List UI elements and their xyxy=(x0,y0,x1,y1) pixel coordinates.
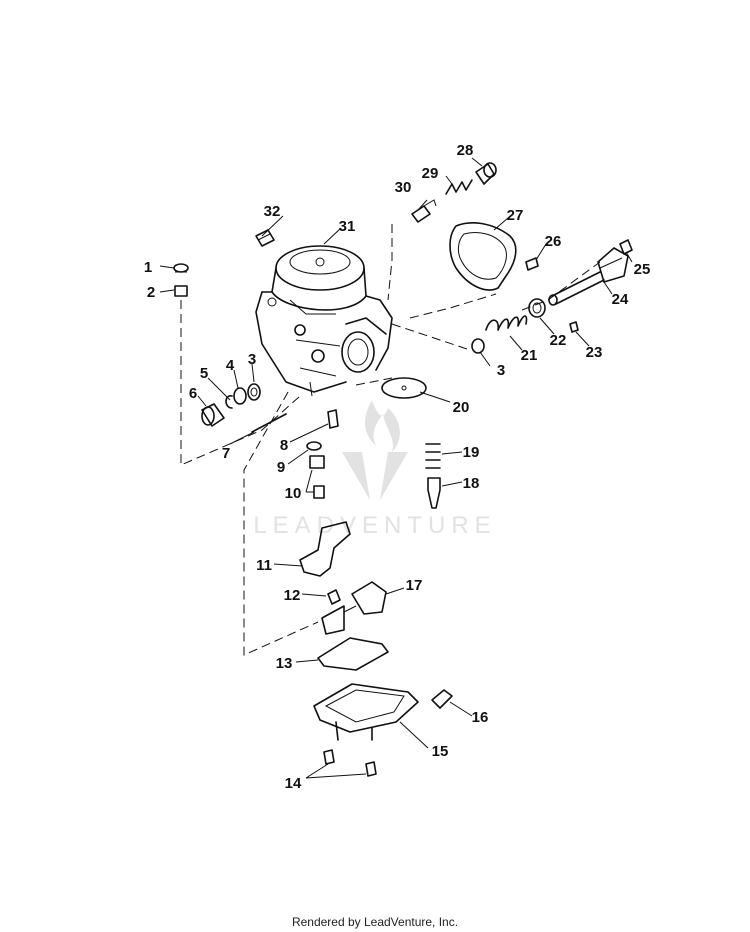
drain-screw-16 xyxy=(431,689,453,709)
bracket-11 xyxy=(299,521,351,577)
callout-9: 9 xyxy=(277,459,285,476)
gasket-13 xyxy=(317,637,389,671)
spring-21 xyxy=(485,315,528,331)
callout-23: 23 xyxy=(586,344,603,361)
callout-29: 29 xyxy=(422,165,439,182)
callout-8: 8 xyxy=(280,437,288,454)
cover-plate-27 xyxy=(449,222,517,291)
jet-10 xyxy=(309,455,325,499)
spring-19 xyxy=(425,443,441,469)
footer-credit: Rendered by LeadVenture, Inc. xyxy=(291,915,459,929)
callout-25: 25 xyxy=(634,261,651,278)
plug-6 xyxy=(201,403,225,427)
screws-14 xyxy=(323,749,377,777)
pin-7 xyxy=(251,413,287,433)
diaphragm-20 xyxy=(381,377,427,399)
callout-24: 24 xyxy=(612,291,629,308)
spring-29 xyxy=(445,179,473,195)
bushing-22 xyxy=(528,298,546,318)
callout-22: 22 xyxy=(550,332,567,349)
callout-11: 11 xyxy=(256,557,272,574)
callout-12: 12 xyxy=(284,587,301,604)
leader-lines xyxy=(159,157,633,779)
carburetor-body xyxy=(255,245,393,397)
screw-12 xyxy=(327,589,341,605)
callout-19: 19 xyxy=(463,444,480,461)
callout-2: 2 xyxy=(147,284,155,301)
callout-17: 17 xyxy=(406,577,423,594)
callout-26: 26 xyxy=(545,233,562,250)
callout-21: 21 xyxy=(521,347,538,364)
cap-1 xyxy=(173,263,189,273)
clip-5 xyxy=(225,395,233,409)
float-17 xyxy=(321,581,387,635)
callout-18: 18 xyxy=(463,475,480,492)
watermark-text: LEADVENTURE xyxy=(253,512,496,539)
callout-27: 27 xyxy=(507,207,524,224)
fitting-2 xyxy=(174,285,188,297)
callout-5: 5 xyxy=(200,365,208,382)
callout-31: 31 xyxy=(339,218,356,235)
screw-23 xyxy=(569,321,579,333)
throttle-shaft-24 xyxy=(548,247,629,306)
callout-1: 1 xyxy=(144,259,152,276)
o-ring-4 xyxy=(233,387,247,405)
callout-16: 16 xyxy=(472,709,489,726)
callout-30: 30 xyxy=(395,179,412,196)
float-bowl-15 xyxy=(313,683,419,741)
callout-6: 6 xyxy=(189,385,197,402)
needle-30 xyxy=(411,199,437,223)
cap-28 xyxy=(475,162,497,185)
callout-28: 28 xyxy=(457,142,474,159)
callout-7: 7 xyxy=(222,445,230,462)
assembly-lines xyxy=(180,224,601,656)
callout-4: 4 xyxy=(226,357,235,374)
screw-26 xyxy=(525,257,539,271)
washer-3-right xyxy=(471,338,485,354)
callout-10: 10 xyxy=(285,485,302,502)
jet-8 xyxy=(327,409,339,429)
washer-3-left xyxy=(247,383,261,401)
screw-25 xyxy=(619,239,633,255)
callout-32: 32 xyxy=(264,203,281,220)
o-ring-9 xyxy=(306,441,322,451)
callout-numbers: 1 2 3 3 4 5 6 7 8 9 10 11 12 13 14 15 16… xyxy=(144,142,651,792)
callout-20: 20 xyxy=(453,399,470,416)
callout-13: 13 xyxy=(276,655,293,672)
callout-3-right: 3 xyxy=(497,362,505,379)
callout-15: 15 xyxy=(432,743,449,760)
screw-32 xyxy=(255,229,275,247)
callout-14: 14 xyxy=(285,775,302,792)
callout-3: 3 xyxy=(248,351,256,368)
leadventure-watermark: LEADVENTURE xyxy=(253,400,496,539)
screw-18 xyxy=(427,477,441,509)
